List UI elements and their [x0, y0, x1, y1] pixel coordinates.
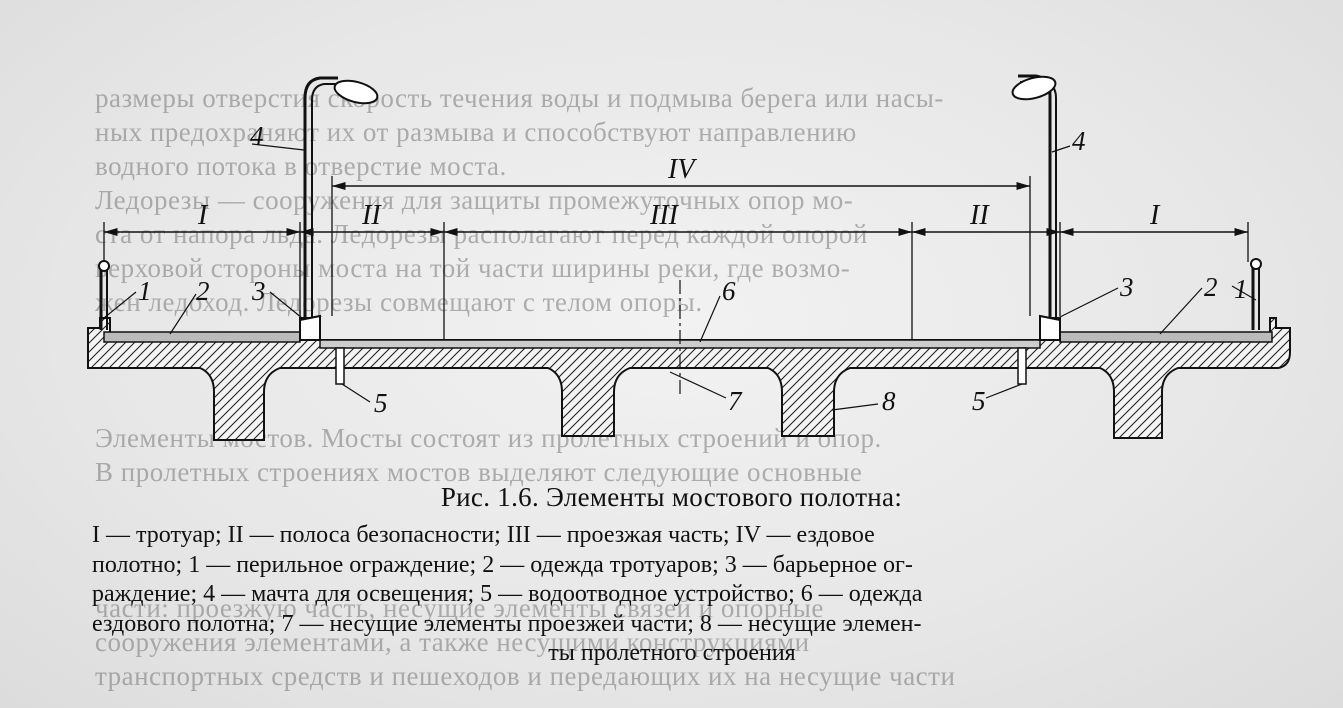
light-mast-left [303, 76, 379, 318]
bleed-line: жен ледоход. Ледорезы совмещают с телом … [95, 287, 703, 317]
bleed-line: ных предохраняют их от размыва и способс… [95, 117, 857, 147]
dimension-lines [104, 181, 1248, 237]
bleed-line: верховой стороны моста на той части шири… [95, 253, 851, 283]
drain-right [1017, 347, 1027, 385]
bleed-line: водного потока в отверстие моста. [95, 151, 507, 181]
callout-railing-right: 1 [1234, 274, 1248, 304]
callout-mast-right: 4 [1072, 126, 1086, 156]
callout-barrier-left: 3 [251, 276, 266, 306]
callout-main-girder: 8 [882, 386, 896, 416]
zone-label-sidewalk-left: I [197, 200, 209, 231]
zone-label-roadway: IV [667, 154, 697, 185]
caption-line: ездового полотна; 7 — несущие элементы п… [92, 610, 922, 637]
callout-sidewalk-right: 2 [1204, 272, 1218, 302]
callout-sidewalk-left: 2 [196, 276, 210, 306]
caption-line: ты пролетного строения [548, 640, 796, 667]
figure-caption-title: Рис. 1.6. Элементы мостового полотна: [440, 482, 903, 512]
callout-drain-right: 5 [972, 386, 986, 416]
zone-label-carriageway: III [649, 200, 680, 231]
caption-line: I — тротуар; II — полоса безопасности; I… [92, 522, 875, 548]
callout-railing-left: 1 [138, 276, 152, 306]
bleed-line: части: проезжую часть, несущие элементы … [95, 593, 824, 623]
sidewalk-surface-left [103, 331, 301, 343]
callout-carriageway-beam: 7 [728, 386, 743, 416]
zone-label-safety-right: II [969, 200, 990, 231]
barrier-right [1039, 314, 1061, 341]
bleed-line: В пролетных строениях мостов выделяют сл… [95, 457, 863, 487]
railing-right [1250, 258, 1262, 330]
zone-label-sidewalk-right: I [1149, 200, 1161, 231]
bleed-line: сооружения элементами, а также несущими … [95, 627, 810, 657]
figure-caption-legend: I — тротуар; II — полоса безопасности; I… [92, 521, 1252, 669]
caption-line: полотно; 1 — перильное ограждение; 2 — о… [92, 551, 913, 578]
callout-roadway-surface: 6 [722, 276, 736, 306]
callout-mast-left: 4 [250, 121, 264, 151]
bleed-line: размеры отверстия скорость течения воды … [95, 83, 944, 113]
light-mast-right [1011, 74, 1057, 318]
drain-left [335, 347, 345, 385]
bridge-deck-cross-section: I II III II I IV 4 4 1 2 3 3 2 1 [87, 74, 1291, 441]
callout-barrier-right: 3 [1119, 272, 1134, 302]
caption-line: раждение; 4 — мачта для освещения; 5 — в… [92, 581, 923, 608]
sidewalk-surface-right [1059, 331, 1273, 343]
zone-label-safety-left: II [361, 200, 382, 231]
bleed-line: транспортных средств и пешеходов и перед… [95, 661, 956, 691]
barrier-left [299, 314, 321, 341]
callout-drain-left: 5 [374, 388, 388, 418]
leader-lines [103, 143, 1257, 411]
railing-left [98, 260, 110, 330]
